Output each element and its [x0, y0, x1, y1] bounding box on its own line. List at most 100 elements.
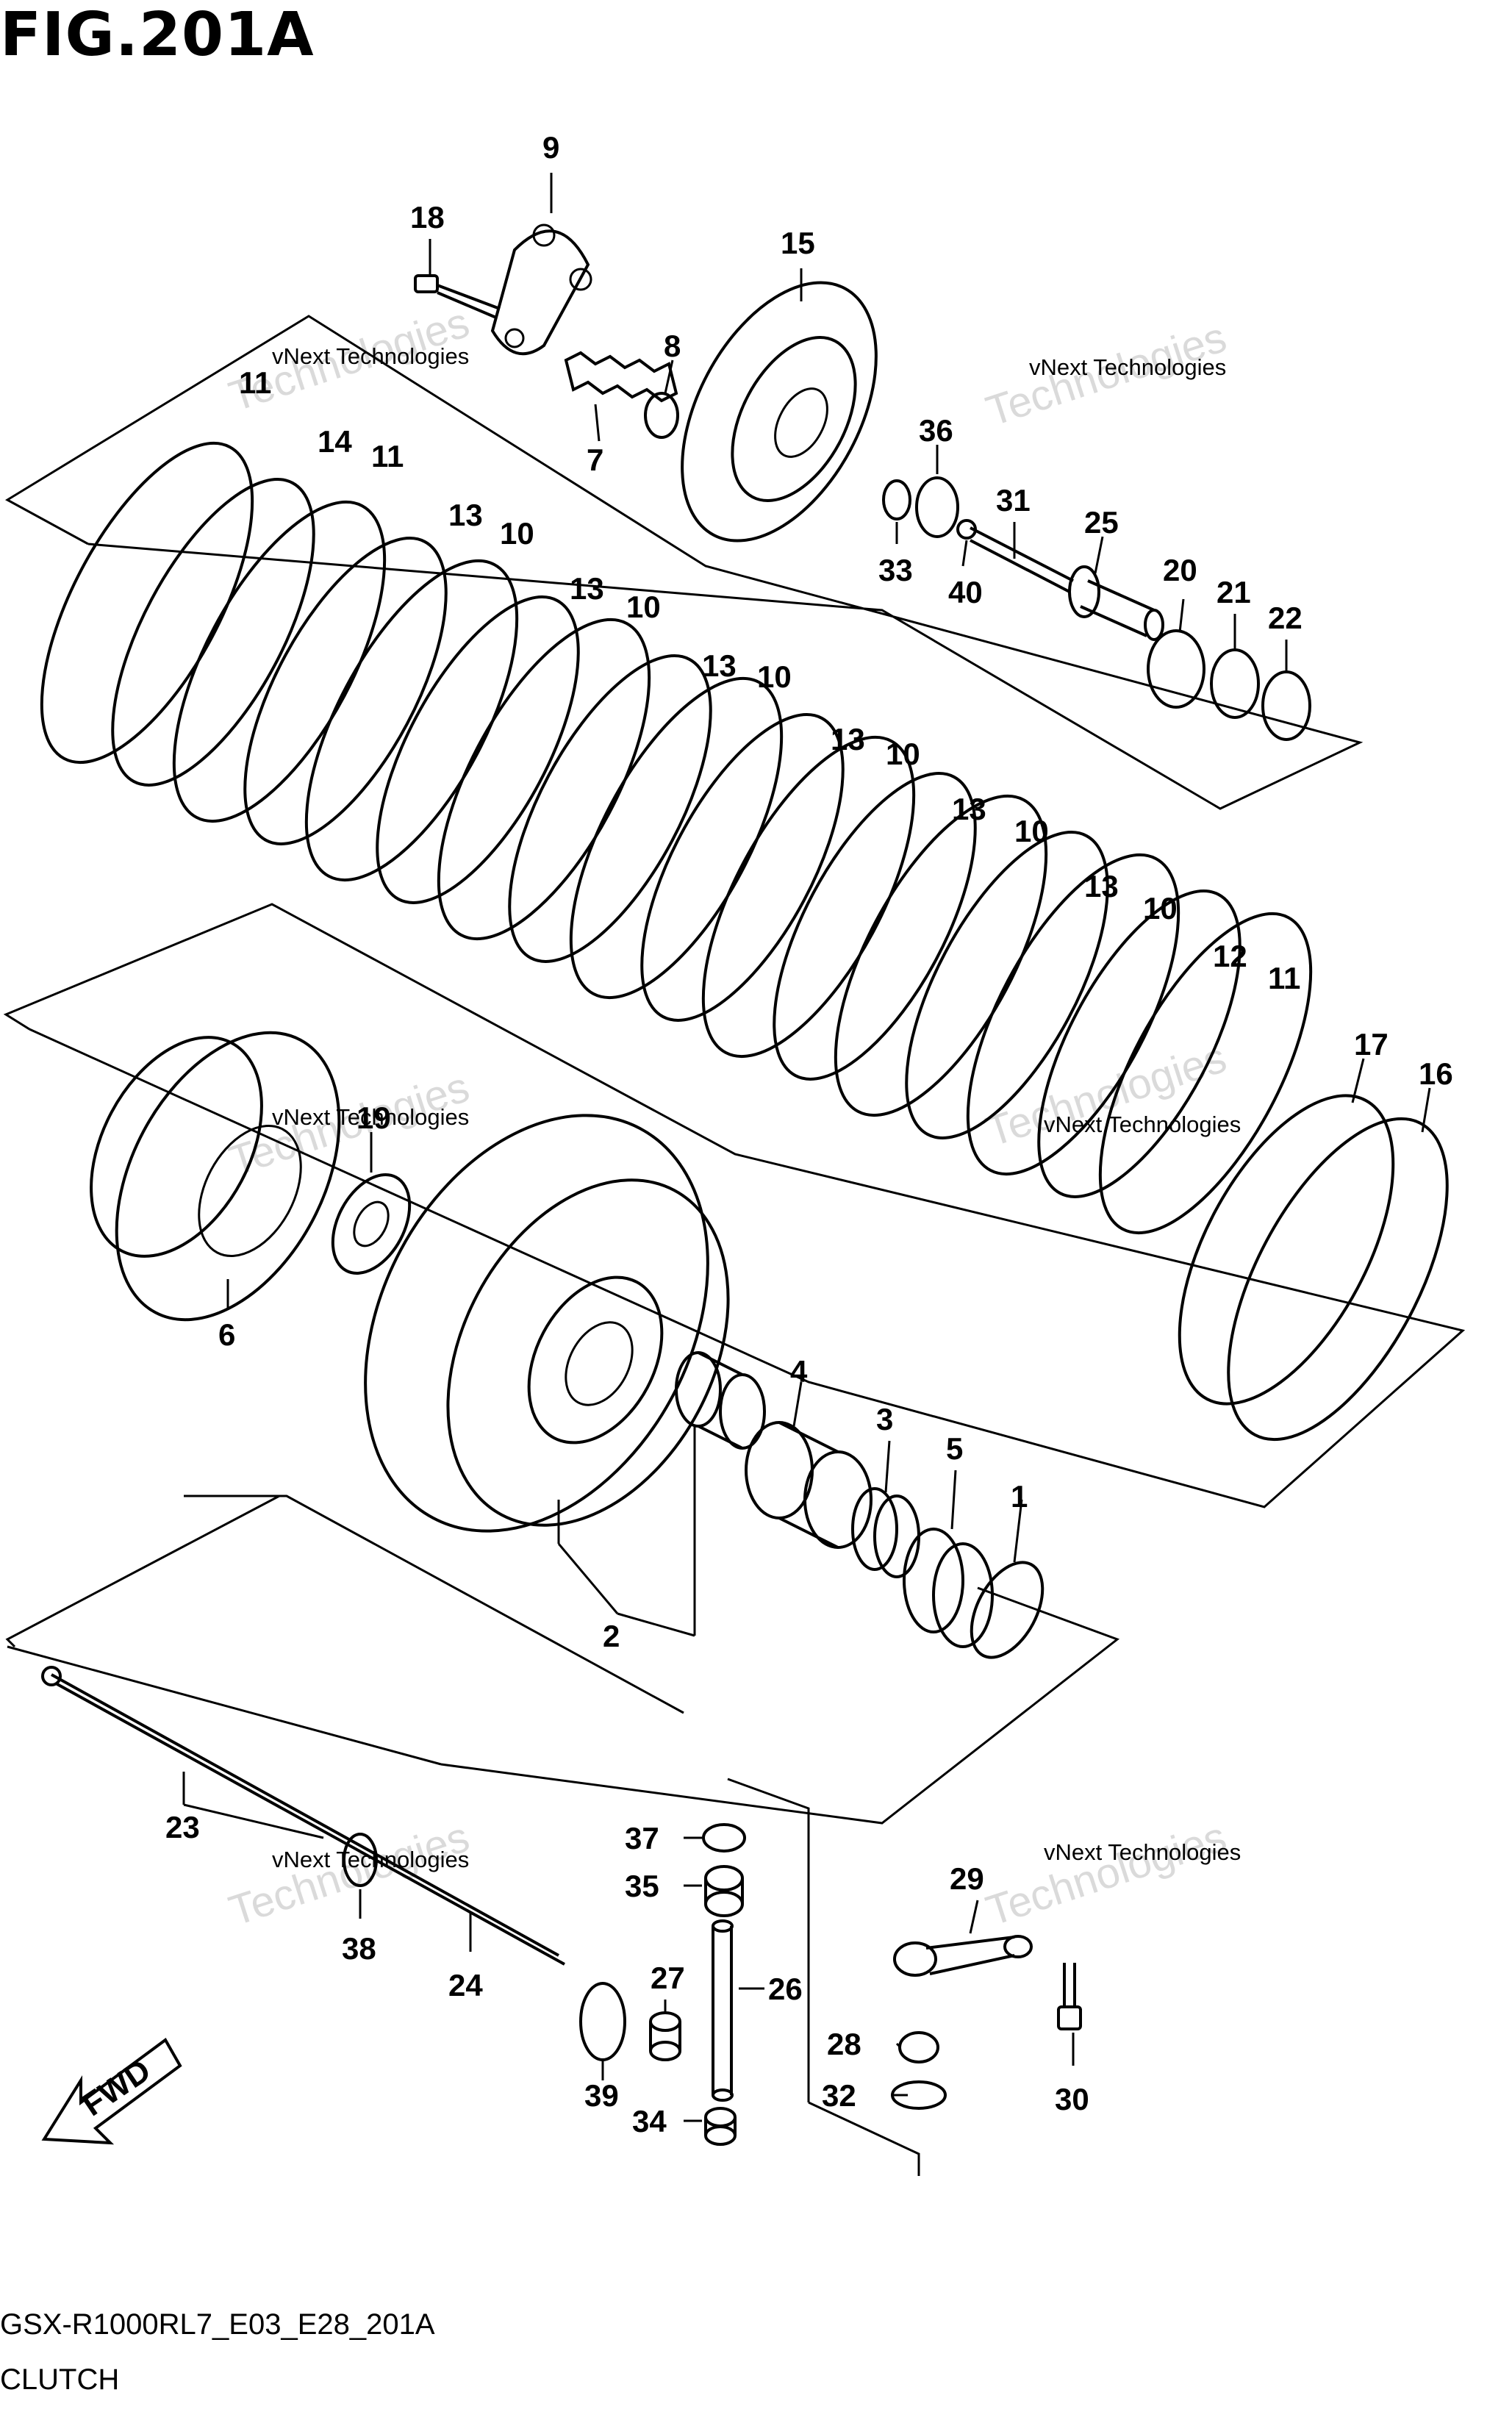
friction-plate [966, 853, 1180, 1176]
oil-seal [702, 1823, 746, 1853]
friction-plate [1098, 912, 1313, 1235]
part-label: 4 [790, 1354, 808, 1389]
part-label: 5 [946, 1431, 963, 1466]
part-label: 13 [831, 722, 865, 756]
bearing [915, 476, 959, 538]
steel-plate [243, 537, 448, 845]
part-label: 6 [218, 1317, 235, 1352]
watermark-text: vNext Technologies [272, 1104, 469, 1130]
part-label: 24 [448, 1968, 483, 2002]
part-label: 13 [1084, 869, 1119, 903]
washer [970, 1561, 1045, 1659]
part-label: 11 [1268, 961, 1300, 995]
watermark-text: Technologies [223, 1813, 475, 1935]
part-label: 2 [603, 1619, 620, 1653]
spring [898, 2031, 939, 2063]
part-label: 10 [757, 659, 792, 694]
part-label: 39 [584, 2078, 619, 2113]
release-pin [1068, 565, 1164, 641]
friction-plate [304, 559, 519, 882]
model-code: GSX-R1000RL7_E03_E28_201A [0, 2308, 435, 2341]
part-label: 26 [768, 1972, 803, 2006]
steel-plate [111, 478, 315, 787]
part-label: 13 [570, 571, 604, 606]
release-rod [970, 526, 1074, 593]
part-label: 33 [878, 553, 913, 587]
steel-plate [508, 654, 712, 963]
washer [331, 1173, 412, 1275]
part-label: 16 [1419, 1056, 1453, 1091]
part-label: 34 [632, 2104, 667, 2138]
bolt [1057, 1963, 1082, 2030]
part-labels: 1 2 3 4 5 6 7 8 9 10 10 10 10 10 10 11 1… [165, 130, 1453, 2138]
part-label: 17 [1354, 1027, 1389, 1062]
steel-plate [1037, 889, 1242, 1198]
bolt [414, 274, 501, 319]
figure-title: FIG.201A [0, 0, 315, 70]
clutch-spring [564, 351, 678, 403]
part-label: 12 [1213, 939, 1247, 973]
watermark-text: vNext Technologies [1044, 1839, 1241, 1865]
part-label: 10 [1143, 891, 1178, 926]
needle-bearing [745, 1421, 873, 1549]
watermark-text: Technologies [981, 1034, 1232, 1156]
pressure-plate [681, 281, 878, 543]
part-label: 10 [886, 737, 920, 771]
part-label: 10 [500, 516, 534, 551]
part-label: 11 [371, 439, 404, 473]
part-label: 13 [448, 498, 483, 532]
steel-plate [905, 831, 1109, 1139]
friction-plate [569, 676, 784, 1000]
cushion-ring [1227, 1117, 1449, 1442]
part-label: 21 [1217, 575, 1251, 609]
spring-bracket [490, 223, 592, 356]
ring [1178, 1094, 1395, 1406]
part-label: 35 [625, 1869, 659, 1903]
part-label: 9 [542, 130, 559, 165]
oil-seal [343, 1833, 378, 1887]
watermark-text: Technologies [981, 1813, 1232, 1935]
part-label: 32 [822, 2078, 856, 2113]
friction-plate [437, 618, 651, 941]
washer [891, 2080, 947, 2110]
washer [1210, 648, 1260, 719]
leader-lines [182, 173, 1431, 2122]
figure-caption: CLUTCH [0, 2363, 120, 2396]
steel-plate [640, 713, 845, 1022]
part-label: 40 [948, 575, 983, 609]
part-label: 36 [919, 413, 953, 448]
part-label: 18 [410, 200, 445, 235]
part-label: 7 [587, 443, 603, 477]
part-label: 27 [651, 1961, 685, 1995]
washer-hole [353, 1200, 390, 1248]
clutch-plate-stack [40, 441, 1313, 1235]
friction-plate [834, 794, 1048, 1117]
part-label: 11 [239, 365, 271, 400]
part-label: 15 [781, 226, 815, 260]
watermark-text: vNext Technologies [1044, 1112, 1241, 1137]
pin [649, 2011, 681, 2061]
part-label: 29 [950, 1861, 984, 1896]
part-label: 10 [626, 590, 661, 624]
part-label: 38 [342, 1931, 376, 1966]
washer [1261, 670, 1311, 741]
release-arm [893, 1935, 1033, 1977]
part-label: 13 [952, 792, 986, 826]
release-camshaft [712, 1919, 734, 2102]
watermark-text: vNext Technologies [1029, 354, 1226, 380]
bearing [704, 1865, 744, 1917]
part-label: 25 [1084, 505, 1119, 540]
washer [644, 392, 679, 439]
part-label: 13 [702, 648, 737, 683]
clutch-sleeve-hub [90, 1031, 341, 1322]
friction-plate [40, 441, 254, 765]
washer [882, 479, 911, 520]
part-label: 3 [876, 1402, 893, 1436]
part-label: 30 [1055, 2082, 1089, 2116]
part-label: 8 [664, 329, 681, 363]
part-label: 19 [356, 1100, 391, 1135]
forward-arrow-icon: FWD [41, 2038, 182, 2145]
part-label: 10 [1014, 814, 1049, 848]
friction-plate [172, 500, 387, 823]
